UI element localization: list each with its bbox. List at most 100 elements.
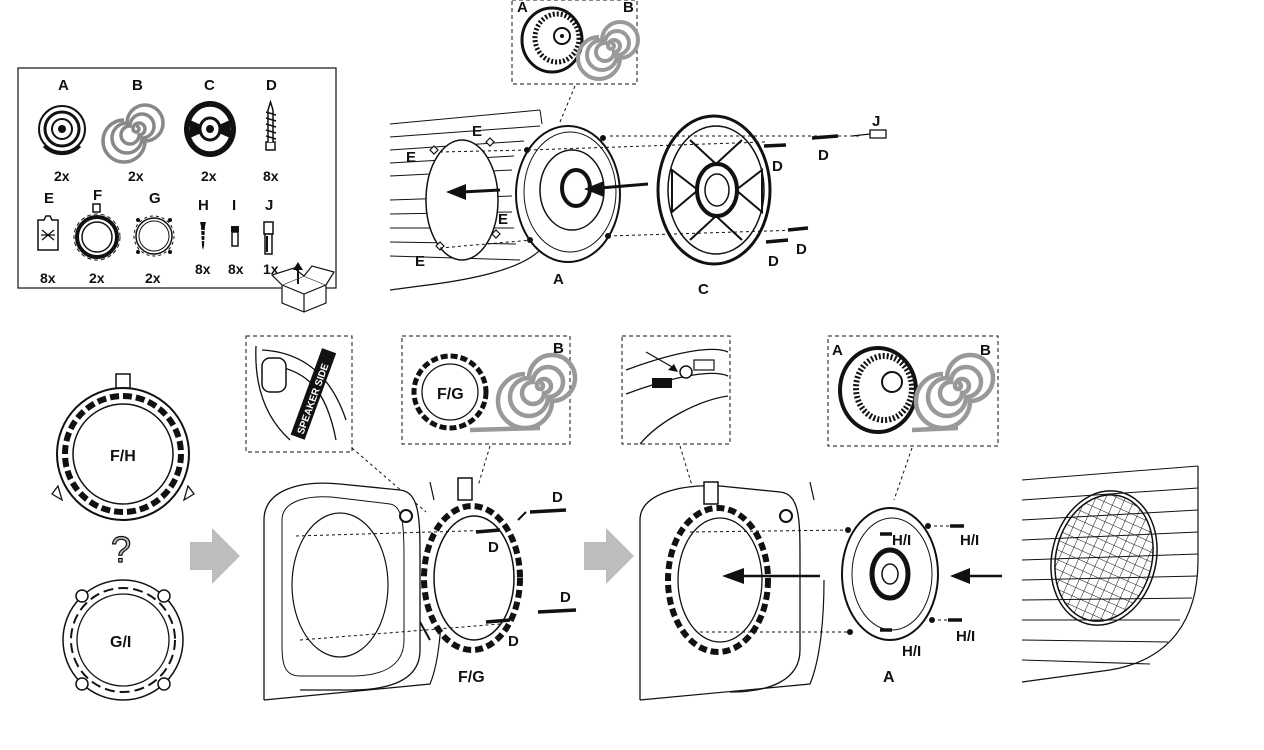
part-f-qty: 2x <box>89 270 105 286</box>
foam-strip-coil-icon <box>576 20 640 81</box>
parts-box: A 2x B 2x C <box>17 67 337 313</box>
clip-label-mid: E <box>498 211 508 228</box>
door-panel-3 <box>639 481 825 701</box>
speaker-mesh-grille <box>1054 494 1154 622</box>
hi-label-1: H/I <box>960 532 979 549</box>
spring-clips: E E E E <box>406 123 508 270</box>
part-j-qty: 1x <box>263 261 279 277</box>
part-h-letter: H <box>198 197 209 214</box>
part-h-screw: H 8x <box>195 197 211 277</box>
bit-adapter-icon: J <box>851 113 887 139</box>
part-i-bolt: I 8x <box>228 197 244 277</box>
speaker-side-inset: SPEAKER SIDE <box>245 335 427 513</box>
adapter-ring-fg: F/G <box>419 477 527 686</box>
speaker-grille-icon <box>184 101 236 157</box>
mounting-cutout <box>425 139 499 261</box>
part-f-ring: F 2x <box>73 187 121 286</box>
bit-adapter-icon <box>263 221 274 255</box>
tool-j-label: J <box>872 113 880 130</box>
screw-label-4: D <box>796 241 807 258</box>
part-a-woofer: A 2x <box>38 77 86 184</box>
speaker-a-install: A <box>841 507 939 686</box>
part-j-bit: J 1x <box>263 197 279 277</box>
ring-fh: F/H <box>51 373 195 521</box>
hi-label-2: H/I <box>892 532 911 549</box>
part-g-qty: 2x <box>145 270 161 286</box>
screw-label-3: D <box>768 253 779 270</box>
clip-label-top: E <box>472 123 482 140</box>
ring-fh-label: F/H <box>110 448 136 465</box>
step-arrow-icon <box>190 528 240 584</box>
part-b-letter: B <box>132 77 143 94</box>
bolt-icon <box>231 226 239 247</box>
detail-inset <box>621 335 731 513</box>
woofer-speaker-icon <box>38 105 86 156</box>
speaker-foam-inset: A B <box>827 335 999 501</box>
fg-bottom-label: F/G <box>458 669 485 686</box>
adapter-screw-label-1: D <box>552 489 563 506</box>
part-e-qty: 8x <box>40 270 56 286</box>
screws-d: D D D D <box>763 134 839 270</box>
part-c-grille: C 2x <box>184 77 236 184</box>
adapter-screw-label-3: D <box>560 589 571 606</box>
woofer-speaker-icon <box>520 6 584 74</box>
top-inset-label-b: B <box>623 0 634 16</box>
part-g-ring: G 2x <box>133 190 175 286</box>
clip-label-bottom: E <box>415 253 425 270</box>
part-j-letter: J <box>265 197 273 214</box>
short-screw-icon <box>199 222 207 250</box>
foam-strip-coil-icon <box>101 103 165 164</box>
part-d-screw: D 8x <box>263 77 279 184</box>
adapter-choice: F/H ? G/I <box>51 373 195 701</box>
adapter-step: SPEAKER SIDE F/G B <box>245 335 578 701</box>
part-g-letter: G <box>149 190 161 207</box>
long-screw-icon <box>265 99 277 151</box>
hi-label-4: H/I <box>902 643 921 660</box>
arrow-left-icon <box>446 184 501 200</box>
adapter-ring-f-icon <box>73 203 121 261</box>
question-mark: ? <box>111 529 131 570</box>
part-a-letter: A <box>58 77 69 94</box>
clip-label-left: E <box>406 149 416 166</box>
arrow-left-icon <box>584 181 649 197</box>
part-e-clip: E 8x <box>37 190 59 286</box>
part-i-letter: I <box>232 197 236 214</box>
ring-gi: G/I <box>62 579 184 701</box>
speaker-bottom-label: A <box>883 669 895 686</box>
top-inset: A B <box>511 0 640 123</box>
hi-label-3: H/I <box>956 628 975 645</box>
screws-hi: H/I H/I H/I H/I <box>880 524 979 660</box>
finished-door <box>1021 465 1199 683</box>
part-c-letter: C <box>204 77 215 94</box>
part-a-qty: 2x <box>54 168 70 184</box>
part-h-qty: 8x <box>195 261 211 277</box>
adapter-ring-g-icon <box>133 215 175 257</box>
arrow-left-icon <box>950 568 1002 584</box>
fg-inset-label-b: B <box>553 340 564 357</box>
step-arrow-icon <box>584 528 634 584</box>
screw-label-2: D <box>818 147 829 164</box>
speaker-inset-label-b: B <box>980 342 991 359</box>
part-c-qty: 2x <box>201 168 217 184</box>
grille-c-top: C <box>656 114 772 298</box>
part-d-qty: 8x <box>263 168 279 184</box>
part-i-qty: 8x <box>228 261 244 277</box>
spring-clip-icon <box>37 215 59 251</box>
speaker-a-label: A <box>553 271 564 288</box>
grille-c-label: C <box>698 281 709 298</box>
part-b-qty: 2x <box>128 168 144 184</box>
screws-d-adapter: D D D D <box>475 489 577 650</box>
part-f-letter: F <box>93 187 102 204</box>
arrow-left-icon <box>722 568 820 584</box>
adapter-screw-label-4: D <box>508 633 519 650</box>
open-box-icon <box>270 262 335 313</box>
adapter-screw-label-2: D <box>488 539 499 556</box>
fg-inset-label: F/G <box>437 386 464 403</box>
speaker-inset-label-a: A <box>832 342 843 359</box>
top-assembly: A B E E E E <box>389 0 887 298</box>
top-inset-label-a: A <box>517 0 528 16</box>
speaker-step: A B A <box>621 335 1199 701</box>
fg-foam-inset: F/G B <box>401 335 578 487</box>
ring-gi-label: G/I <box>110 634 131 651</box>
